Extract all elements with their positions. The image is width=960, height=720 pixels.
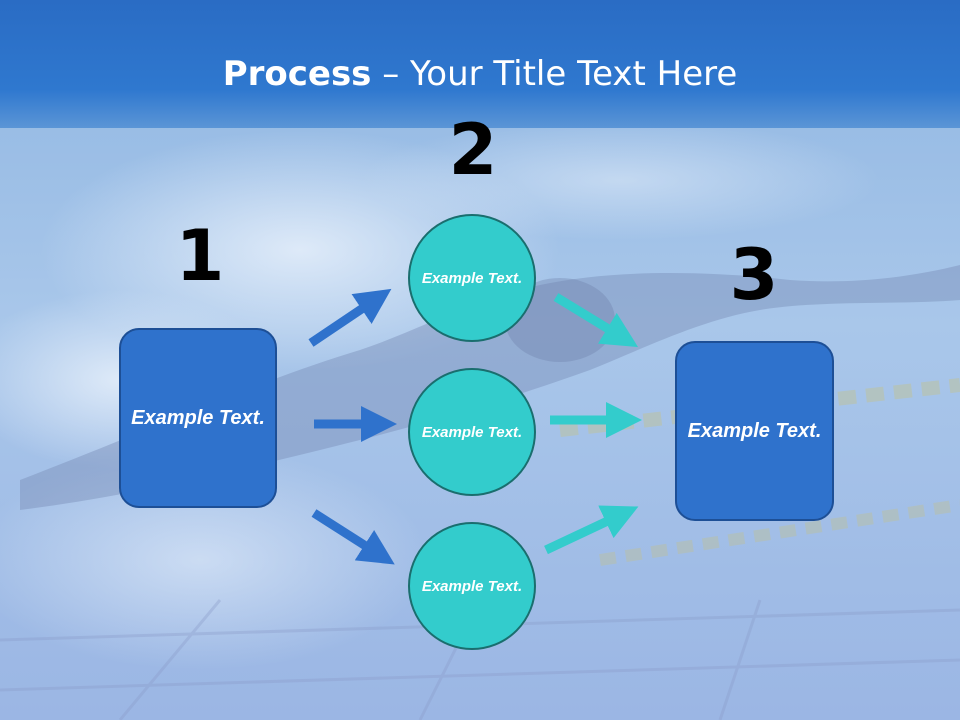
title-rest: – Your Title Text Here <box>371 54 738 94</box>
step-3-label: Example Text. <box>687 419 822 442</box>
step-2-circle-bottom: Example Text. <box>408 522 536 650</box>
step-1-box: Example Text. <box>119 328 277 508</box>
step-1-label: Example Text. <box>131 406 265 429</box>
step-2-circle-bottom-label: Example Text. <box>421 577 523 595</box>
slide-title: Process – Your Title Text Here <box>0 52 960 96</box>
arrow-1-to-top <box>308 288 392 347</box>
step-3-box: Example Text. <box>675 341 834 521</box>
step-number-1: 1 <box>175 215 225 297</box>
step-number-3: 3 <box>729 234 779 316</box>
arrow-1-to-bottom <box>311 509 395 565</box>
arrow-top-to-3 <box>553 293 639 348</box>
arrow-bottom-to-3 <box>544 505 639 555</box>
step-number-2: 2 <box>448 109 498 191</box>
title-bold: Process <box>222 54 372 94</box>
step-2-circle-middle-label: Example Text. <box>421 423 523 441</box>
step-2-circle-top-label: Example Text. <box>421 269 523 287</box>
step-2-circle-top: Example Text. <box>408 214 536 342</box>
step-2-circle-middle: Example Text. <box>408 368 536 496</box>
title-bar <box>0 0 960 128</box>
